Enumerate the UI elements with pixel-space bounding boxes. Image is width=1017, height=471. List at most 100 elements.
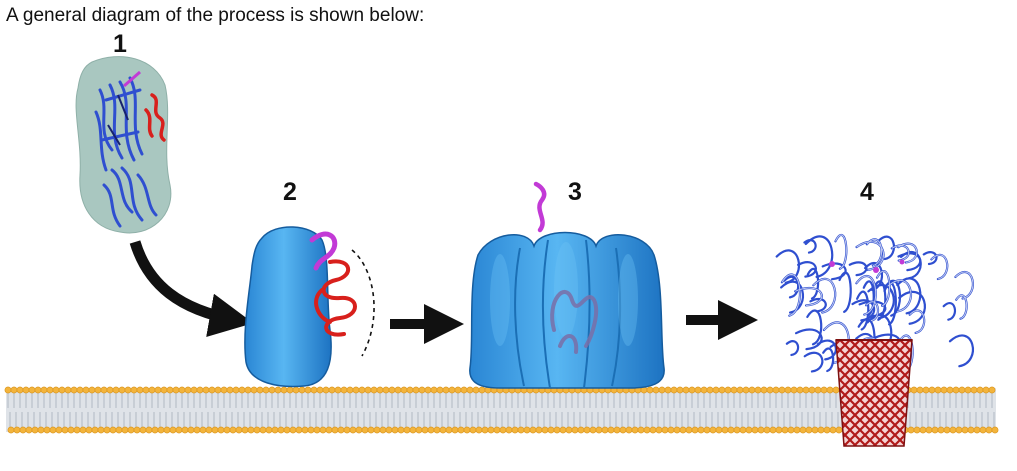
lipid-head [67, 426, 75, 434]
lipid-head [226, 386, 234, 394]
lipid-head [394, 386, 402, 394]
lipid-head [928, 386, 936, 394]
lipid-head [589, 426, 597, 434]
lipid-head [736, 386, 744, 394]
lipid-head [949, 426, 957, 434]
lipid-head [7, 426, 15, 434]
lipid-bilayer-membrane [4, 386, 999, 434]
ribbon-shadow-icon [107, 94, 129, 146]
lipid-head [625, 426, 633, 434]
lipid-head [97, 426, 105, 434]
lipid-head [934, 386, 942, 394]
lipid-head [982, 386, 990, 394]
lipid-head [331, 426, 339, 434]
pore-ribbon-strand [863, 261, 883, 292]
lipid-head [277, 426, 285, 434]
lipid-head [274, 386, 282, 394]
lipid-head [319, 426, 327, 434]
lipid-tails [7, 393, 995, 427]
lipid-head [577, 426, 585, 434]
lipid-head [673, 426, 681, 434]
lipid-head [832, 386, 840, 394]
lipid-head [607, 426, 615, 434]
lipid-head [820, 386, 828, 394]
lipid-head [757, 426, 765, 434]
lipid-head [256, 386, 264, 394]
lipid-head [691, 426, 699, 434]
lipid-head [472, 386, 480, 394]
lipid-head [346, 386, 354, 394]
lipid-head [172, 386, 180, 394]
lipid-head [19, 426, 27, 434]
lipid-head [25, 426, 33, 434]
lipid-head [454, 386, 462, 394]
lipid-head [655, 426, 663, 434]
lipid-head [355, 426, 363, 434]
lipid-head [601, 426, 609, 434]
pore-ribbon-strand [896, 277, 922, 315]
subunit-seams [514, 239, 622, 389]
lipid-head [988, 386, 996, 394]
lipid-head [352, 386, 360, 394]
pore-ribbon-strand [809, 298, 827, 313]
lipid-head [202, 386, 210, 394]
lipid-head [670, 386, 678, 394]
lipid-head [121, 426, 129, 434]
lipid-head [382, 386, 390, 394]
lipid-head [16, 386, 24, 394]
lipid-head [787, 426, 795, 434]
lipid-head [328, 386, 336, 394]
pore-ribbon-strand [775, 249, 801, 284]
lipid-head [28, 386, 36, 394]
lipid-head [487, 426, 495, 434]
lipid-head [781, 426, 789, 434]
lipid-head [88, 386, 96, 394]
lipid-head [430, 386, 438, 394]
lipid-head [613, 426, 621, 434]
lipid-head [388, 386, 396, 394]
pore-ribbon-strand [848, 261, 868, 277]
lipid-head [766, 386, 774, 394]
lipid-head [46, 386, 54, 394]
lipid-head [961, 426, 969, 434]
lipid-head [748, 386, 756, 394]
lipid-head [700, 386, 708, 394]
lipid-head [73, 426, 81, 434]
pore-ribbon-highlight [812, 278, 836, 314]
lipid-head [646, 386, 654, 394]
lipid-head [742, 386, 750, 394]
lipid-head [991, 426, 999, 434]
lipid-head [166, 386, 174, 394]
beta-sheet-ribbon-icon [94, 76, 158, 228]
lipid-head [64, 386, 72, 394]
lipid-head [793, 426, 801, 434]
lipid-head [406, 386, 414, 394]
lipid-head [52, 386, 60, 394]
lipid-head [313, 426, 321, 434]
pore-ribbon-strand [804, 235, 834, 278]
lipid-head [34, 386, 42, 394]
lipid-head [649, 426, 657, 434]
lipid-head [955, 426, 963, 434]
lipid-head [160, 386, 168, 394]
lipid-head [91, 426, 99, 434]
lipid-head [784, 386, 792, 394]
lipid-head [229, 426, 237, 434]
lipid-head [478, 386, 486, 394]
pore-ribbon-strand [803, 239, 817, 254]
lipid-head [10, 386, 18, 394]
lipid-head [322, 386, 330, 394]
lipid-head [925, 426, 933, 434]
lipid-head [340, 386, 348, 394]
lipid-head [367, 426, 375, 434]
pore-ribbon-strand [816, 339, 837, 361]
lipid-head [175, 426, 183, 434]
lipid-head [391, 426, 399, 434]
lipid-head [154, 386, 162, 394]
lipid-head [445, 426, 453, 434]
lipid-head [439, 426, 447, 434]
lipid-head [469, 426, 477, 434]
pore-ribbon-highlight [835, 234, 847, 270]
lipid-head [763, 426, 771, 434]
caption: A general diagram of the process is show… [6, 5, 425, 26]
